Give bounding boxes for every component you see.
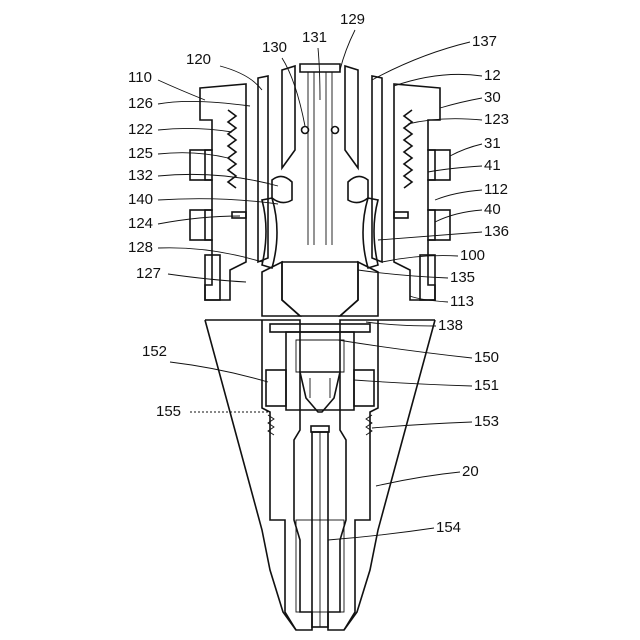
mid-block bbox=[262, 262, 378, 332]
label-153: 153 bbox=[474, 413, 499, 430]
label-140: 140 bbox=[128, 191, 153, 208]
label-113: 113 bbox=[450, 293, 474, 310]
label-120: 120 bbox=[186, 51, 211, 68]
label-154: 154 bbox=[436, 519, 461, 536]
label-20: 20 bbox=[462, 463, 479, 480]
label-41: 41 bbox=[484, 157, 501, 174]
label-124: 124 bbox=[128, 215, 153, 232]
lower-contact bbox=[266, 332, 374, 432]
label-151: 151 bbox=[474, 377, 499, 394]
reference-labels: 129 137 131 130 120 12 110 30 126 123 12… bbox=[128, 11, 509, 540]
label-123: 123 bbox=[484, 111, 509, 128]
label-100: 100 bbox=[460, 247, 485, 264]
label-40: 40 bbox=[484, 201, 501, 218]
label-112: 112 bbox=[484, 181, 508, 198]
springs bbox=[228, 110, 412, 435]
label-12: 12 bbox=[484, 67, 501, 84]
label-152: 152 bbox=[142, 343, 167, 360]
label-155: 155 bbox=[156, 403, 181, 420]
center-pin bbox=[296, 432, 344, 627]
label-137: 137 bbox=[472, 33, 497, 50]
label-136: 136 bbox=[484, 223, 509, 240]
label-30: 30 bbox=[484, 89, 501, 106]
label-125: 125 bbox=[128, 145, 153, 162]
label-135: 135 bbox=[450, 269, 475, 286]
upper-shell bbox=[190, 84, 450, 300]
label-31: 31 bbox=[484, 135, 501, 152]
label-150: 150 bbox=[474, 349, 499, 366]
label-110: 110 bbox=[128, 69, 152, 86]
label-128: 128 bbox=[128, 239, 153, 256]
label-138: 138 bbox=[438, 317, 463, 334]
label-127: 127 bbox=[136, 265, 161, 282]
label-132: 132 bbox=[128, 167, 153, 184]
label-129: 129 bbox=[340, 11, 365, 28]
label-131: 131 bbox=[302, 29, 327, 46]
label-130: 130 bbox=[262, 39, 287, 56]
label-122: 122 bbox=[128, 121, 153, 138]
label-126: 126 bbox=[128, 95, 153, 112]
